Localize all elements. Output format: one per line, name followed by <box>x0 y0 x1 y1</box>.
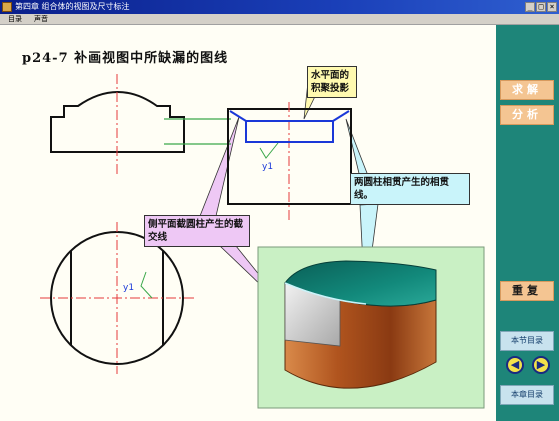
callout-intersection-line: 两圆柱相贯产生的相贯线。 <box>350 173 470 205</box>
menu-bar: 目录 声音 <box>0 14 559 25</box>
section-contents-button[interactable]: 本节目录 <box>500 331 554 351</box>
maximize-button[interactable]: □ <box>536 2 546 12</box>
front-view-label: y1 <box>262 162 274 172</box>
chapter-contents-button[interactable]: 本章目录 <box>500 385 554 405</box>
analyze-button[interactable]: 分析 <box>500 105 554 125</box>
left-arrow-icon[interactable]: ◀ <box>506 356 524 374</box>
problem-heading: p24-7 补画视图中所缺漏的图线 <box>22 51 229 66</box>
drawing-area <box>40 74 485 409</box>
menu-item-sound[interactable]: 声音 <box>34 15 48 23</box>
window-title: 第四章 组合体的视图及尺寸标注 <box>15 2 130 11</box>
front-view-dimension-mark <box>259 142 279 159</box>
top-view-dimension-mark <box>140 271 153 299</box>
app-icon <box>2 2 12 12</box>
minimize-button[interactable]: _ <box>525 2 535 12</box>
close-button[interactable]: × <box>547 2 557 12</box>
title-bar: 第四章 组合体的视图及尺寸标注 _ □ × <box>0 0 559 14</box>
callout-left-pointer <box>199 116 240 217</box>
repeat-button[interactable]: 重复 <box>500 281 554 301</box>
menu-item-contents[interactable]: 目录 <box>8 15 22 23</box>
solid-model <box>284 260 437 389</box>
control-sidebar: 求解 分析 重复 本节目录 ◀ ▶ 本章目录 <box>496 25 559 421</box>
side-view <box>50 91 185 153</box>
callout-horizontal-plane: 水平面的积聚投影 <box>307 66 357 98</box>
solve-button[interactable]: 求解 <box>500 80 554 100</box>
top-view-label: y1 <box>123 283 135 293</box>
window-controls: _ □ × <box>525 2 557 12</box>
front-view-highlight <box>229 110 350 143</box>
right-arrow-icon[interactable]: ▶ <box>532 356 550 374</box>
callout-section-line: 侧平面截圆柱产生的截交线 <box>144 215 250 247</box>
